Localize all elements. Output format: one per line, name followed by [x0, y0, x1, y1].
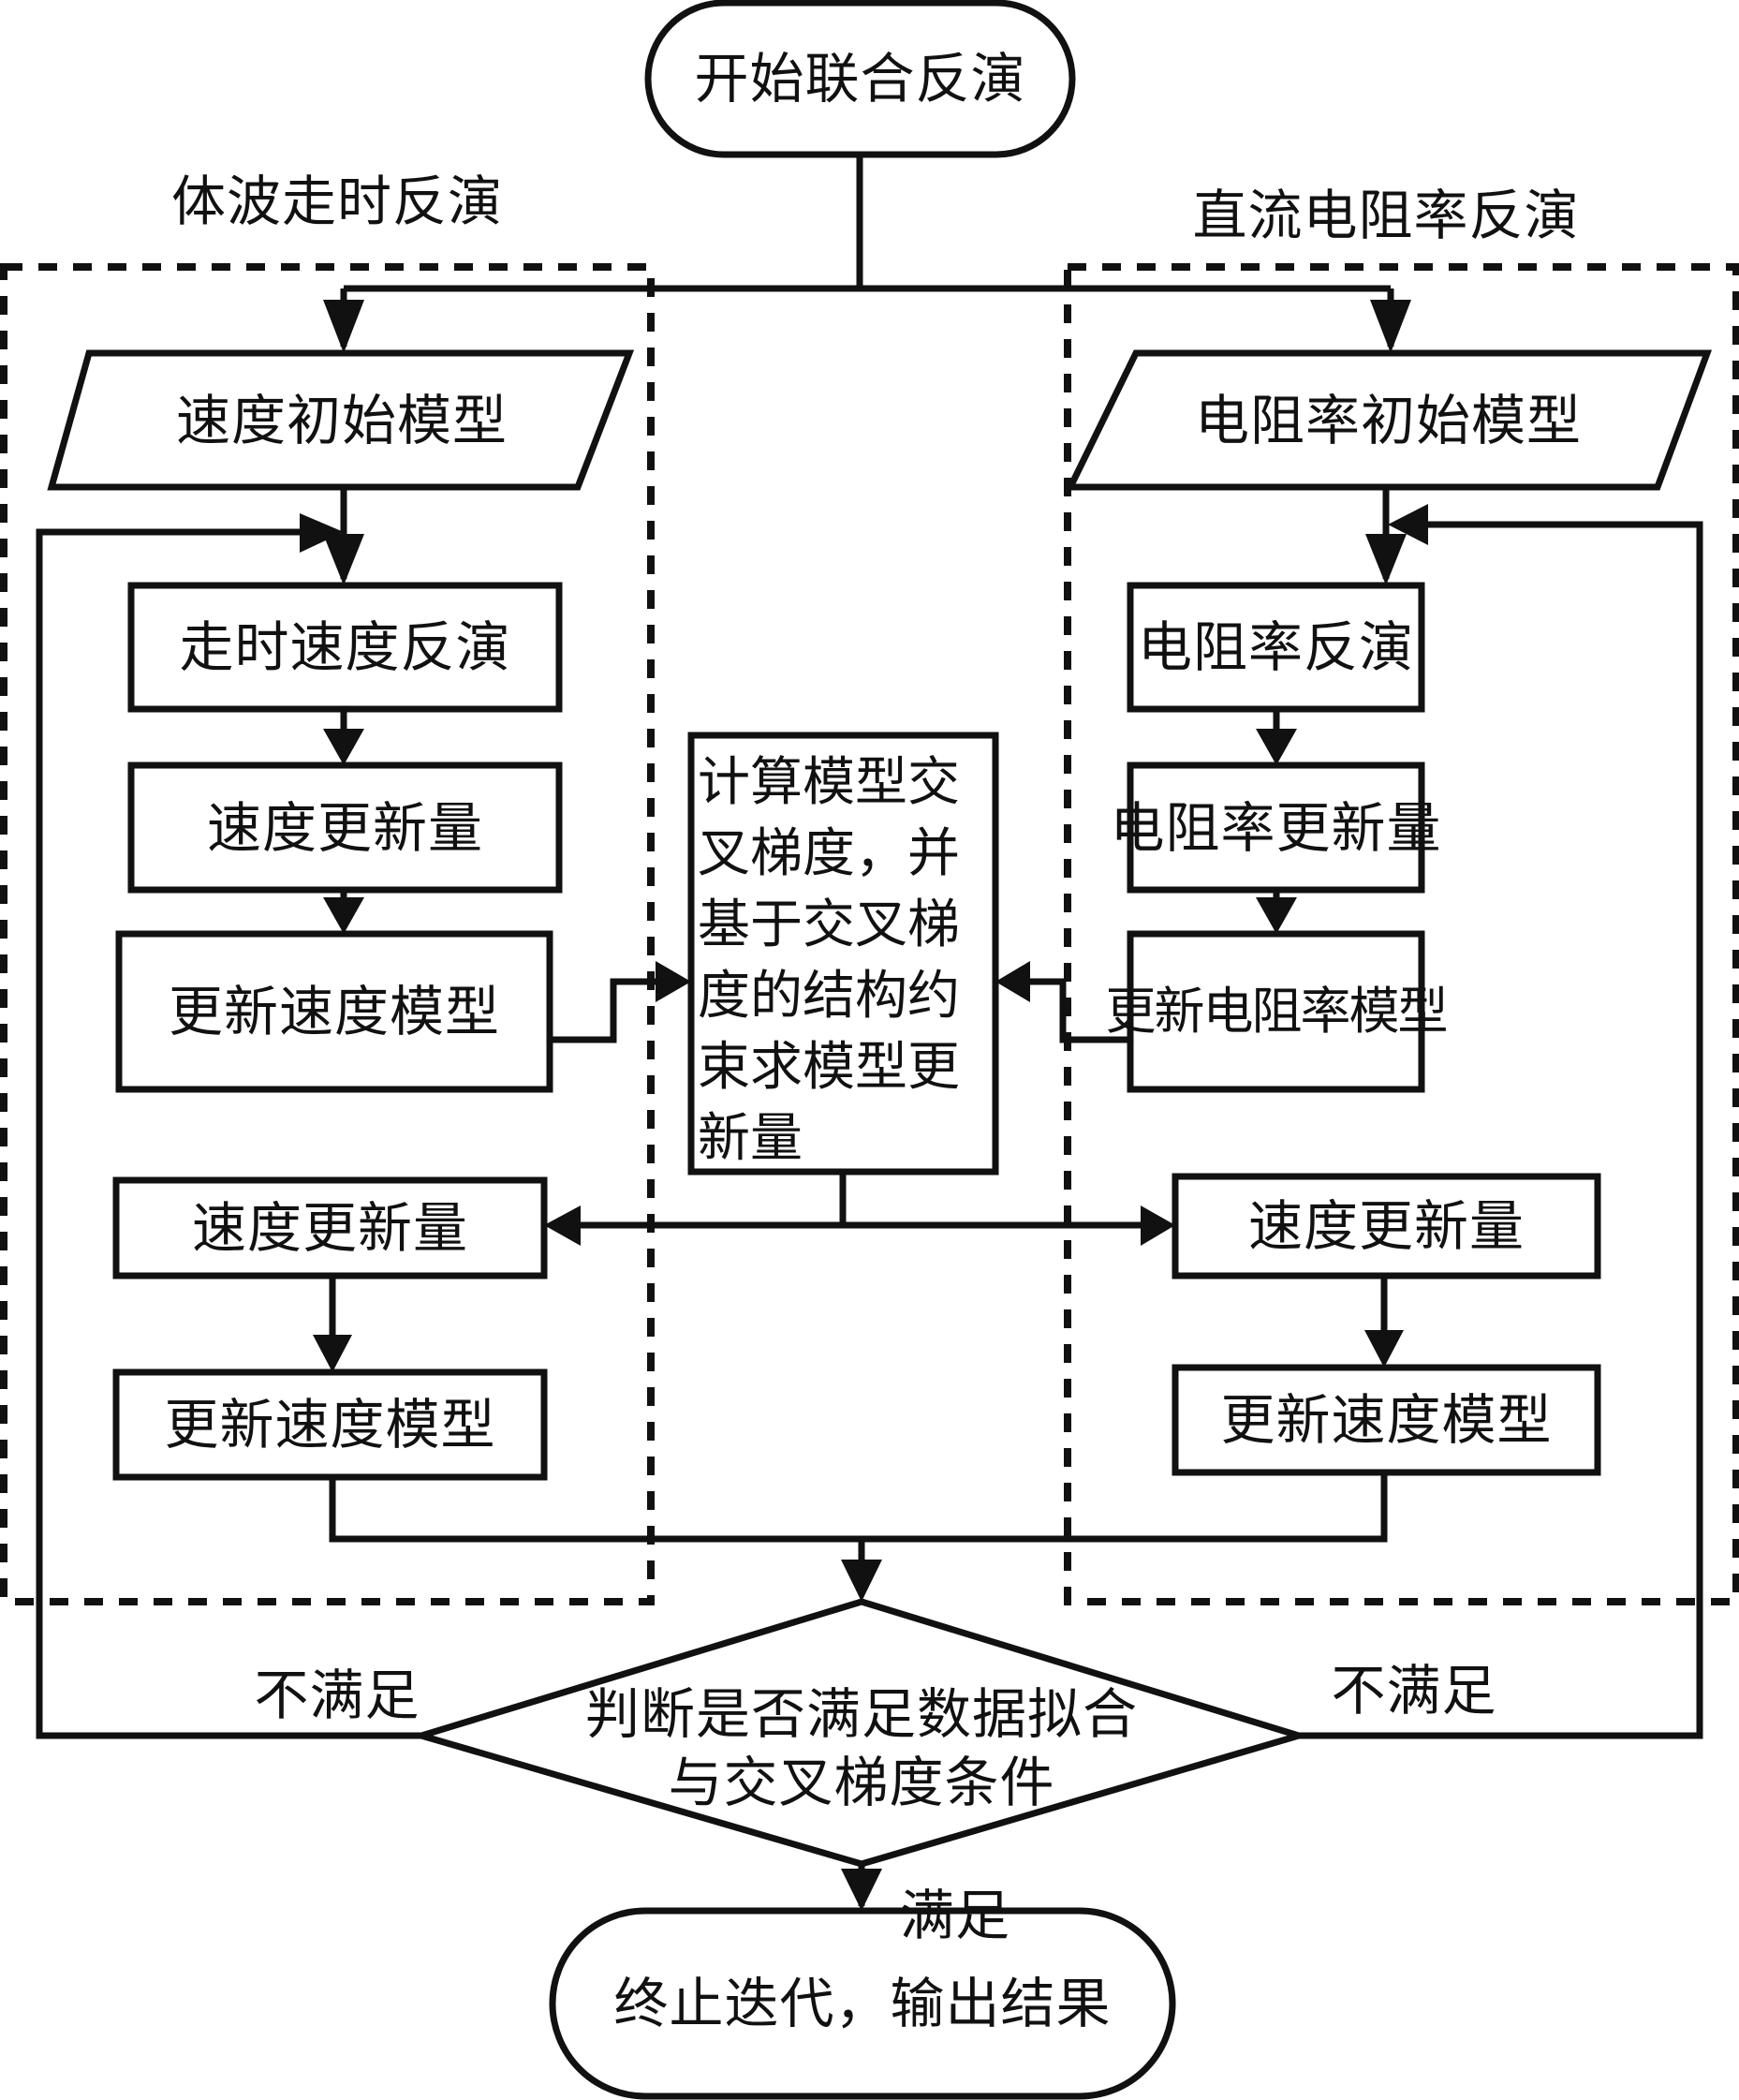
cg-velocity-update-left-label: 速度更新量	[191, 1196, 468, 1260]
feedback-loop-left	[36, 528, 421, 1739]
arrowhead-left-feedback	[300, 513, 344, 553]
arrowhead-to-center-left	[656, 961, 691, 1002]
end-terminal	[549, 1907, 1176, 2100]
resistivity-inversion-label: 电阻率反演	[1137, 615, 1414, 679]
travel-time-inversion-label: 走时速度反演	[179, 615, 511, 679]
decision-label-line2: 与交叉梯度条件	[668, 1751, 1055, 1814]
group-box-body-wave	[0, 263, 655, 1605]
connector-center-split	[553, 1172, 1166, 1229]
cg-update-velocity-model-right-box	[1172, 1364, 1601, 1476]
edge-label-satisfied: 满足	[899, 1884, 1010, 1947]
travel-time-inversion-box	[127, 582, 563, 713]
velocity-initial-model-label: 速度初始模型	[175, 388, 508, 452]
arrowhead-satisfied	[841, 1869, 882, 1911]
arrowhead-right-1	[1256, 729, 1297, 765]
group-box-resistivity	[1064, 263, 1739, 1605]
edge-label-not-satisfied-left: 不满足	[254, 1664, 420, 1727]
resistivity-update-label: 电阻率更新量	[1110, 795, 1442, 860]
arrowhead-to-center-right	[995, 961, 1030, 1002]
arrowhead-left-2	[323, 897, 364, 934]
velocity-update-label: 速度更新量	[206, 795, 483, 860]
cg-update-velocity-model-right-label: 更新速度模型	[1220, 1388, 1553, 1452]
resistivity-inversion-box	[1127, 582, 1425, 713]
arrowhead-right-inv	[1365, 534, 1407, 585]
end-label: 终止迭代，输出结果	[613, 1972, 1112, 2035]
group-title-body-wave: 体波走时反演	[170, 170, 503, 233]
connector-start-split	[340, 155, 1394, 347]
start-label: 开始联合反演	[694, 47, 1026, 111]
arrowhead-left-1	[323, 729, 364, 765]
resistivity-initial-model-shape	[1065, 349, 1713, 491]
edge-label-not-satisfied-right: 不满足	[1331, 1659, 1497, 1723]
group-title-resistivity: 直流电阻率反演	[1192, 184, 1580, 247]
velocity-initial-model-shape	[47, 349, 635, 491]
connector-right-to-center	[1002, 978, 1130, 1043]
cg-update-velocity-model-left-label: 更新速度模型	[164, 1393, 496, 1457]
arrowhead-right-2	[1256, 897, 1297, 934]
arrowhead-merge	[841, 1560, 882, 1602]
update-velocity-model-label: 更新速度模型	[168, 980, 500, 1043]
decision-label-line1: 判断是否满足数据拟合	[584, 1682, 1138, 1746]
cg-velocity-update-left-box	[112, 1176, 548, 1279]
resistivity-initial-model-label: 电阻率初始模型	[1194, 388, 1582, 452]
cg-velocity-update-right-label: 速度更新量	[1247, 1194, 1525, 1258]
arrowhead-lower-right-in	[1141, 1205, 1175, 1246]
cross-gradient-box	[687, 732, 999, 1176]
arrowhead-right-feedback	[1388, 504, 1428, 545]
cg-update-velocity-model-left-box	[112, 1368, 548, 1481]
update-velocity-model-box	[115, 930, 553, 1093]
arrowhead-right-init	[1370, 300, 1411, 353]
cg-velocity-update-right-box	[1172, 1173, 1601, 1279]
update-resistivity-model-label: 更新电阻率模型	[1105, 982, 1449, 1041]
update-resistivity-model-box	[1127, 930, 1425, 1093]
arrowheads	[300, 300, 1428, 1911]
cross-gradient-label: 计算模型交叉梯度，并基于交叉梯度的结构约束求模型更新量	[698, 752, 960, 1169]
arrowhead-lower-left-2	[313, 1335, 352, 1372]
velocity-update-box	[127, 762, 563, 894]
connector-left-to-center	[550, 978, 684, 1043]
arrowhead-left-inv	[323, 534, 364, 585]
arrowhead-lower-right-2	[1364, 1330, 1404, 1368]
arrowhead-left-init	[323, 300, 364, 353]
feedback-loop-right	[1299, 521, 1703, 1739]
arrowhead-lower-left-in	[544, 1205, 581, 1246]
